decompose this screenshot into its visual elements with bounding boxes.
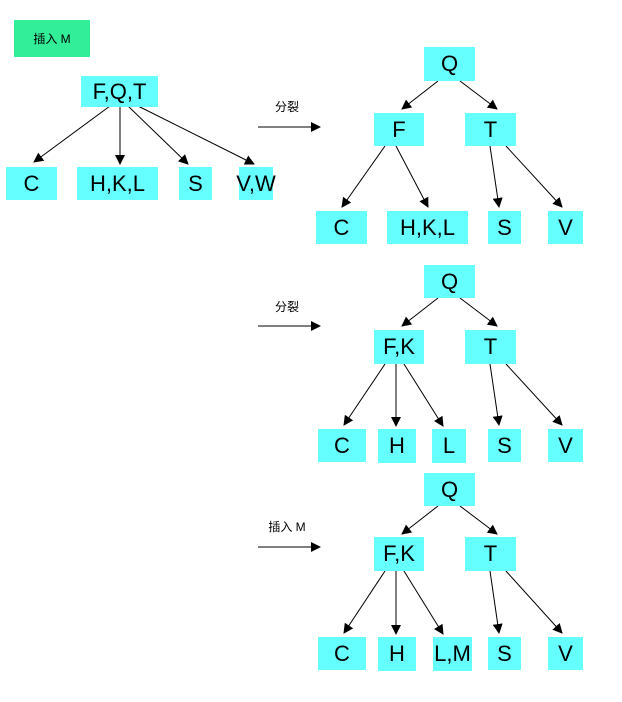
step3-leaf-node: S bbox=[488, 637, 521, 670]
step3-leaf-node: H bbox=[378, 637, 416, 671]
step2-leaf-node: H bbox=[378, 429, 416, 463]
step2-arrow-label: 分裂 bbox=[274, 300, 299, 314]
step1-internal-node: T bbox=[465, 113, 516, 146]
step1-leaf-node: H,K,L bbox=[387, 211, 468, 244]
initial-root-node: F,Q,T bbox=[81, 76, 158, 107]
step2-root-node: Q bbox=[424, 265, 475, 298]
initial-tree-edges bbox=[33, 105, 255, 165]
step3-leaf-node: V bbox=[548, 637, 583, 670]
step3-internal-node: T bbox=[465, 537, 516, 571]
initial-leaf-node: S bbox=[179, 167, 212, 200]
step2-leaf-node: L bbox=[432, 429, 466, 463]
step1-root-node: Q bbox=[424, 47, 475, 81]
step2-edges bbox=[343, 297, 563, 427]
step2-internal-node: F,K bbox=[374, 330, 424, 364]
step1-arrow-label: 分裂 bbox=[274, 100, 299, 114]
step2-leaf-node: C bbox=[318, 429, 366, 462]
step-arrows bbox=[258, 122, 321, 552]
step1-leaf-node: V bbox=[548, 211, 583, 244]
step1-leaf-node: C bbox=[316, 211, 367, 244]
initial-leaf-node: C bbox=[6, 167, 57, 200]
step1-leaf-node: S bbox=[488, 211, 521, 244]
step3-edges bbox=[343, 505, 563, 635]
step3-arrow-label: 插入 M bbox=[268, 520, 306, 534]
step3-leaf-node: L,M bbox=[433, 637, 472, 671]
step3-root-node: Q bbox=[424, 473, 475, 506]
step1-edges bbox=[341, 80, 563, 208]
step2-leaf-node: S bbox=[488, 429, 521, 462]
initial-leaf-node: V,W bbox=[236, 167, 276, 200]
step2-internal-node: T bbox=[465, 330, 516, 364]
step1-internal-node: F bbox=[374, 113, 424, 146]
initial-leaf-node: H,K,L bbox=[77, 167, 158, 200]
step2-leaf-node: V bbox=[548, 429, 583, 462]
step3-leaf-node: C bbox=[318, 637, 366, 670]
insert-m-badge: 插入 M bbox=[14, 20, 90, 57]
step3-internal-node: F,K bbox=[374, 537, 424, 571]
